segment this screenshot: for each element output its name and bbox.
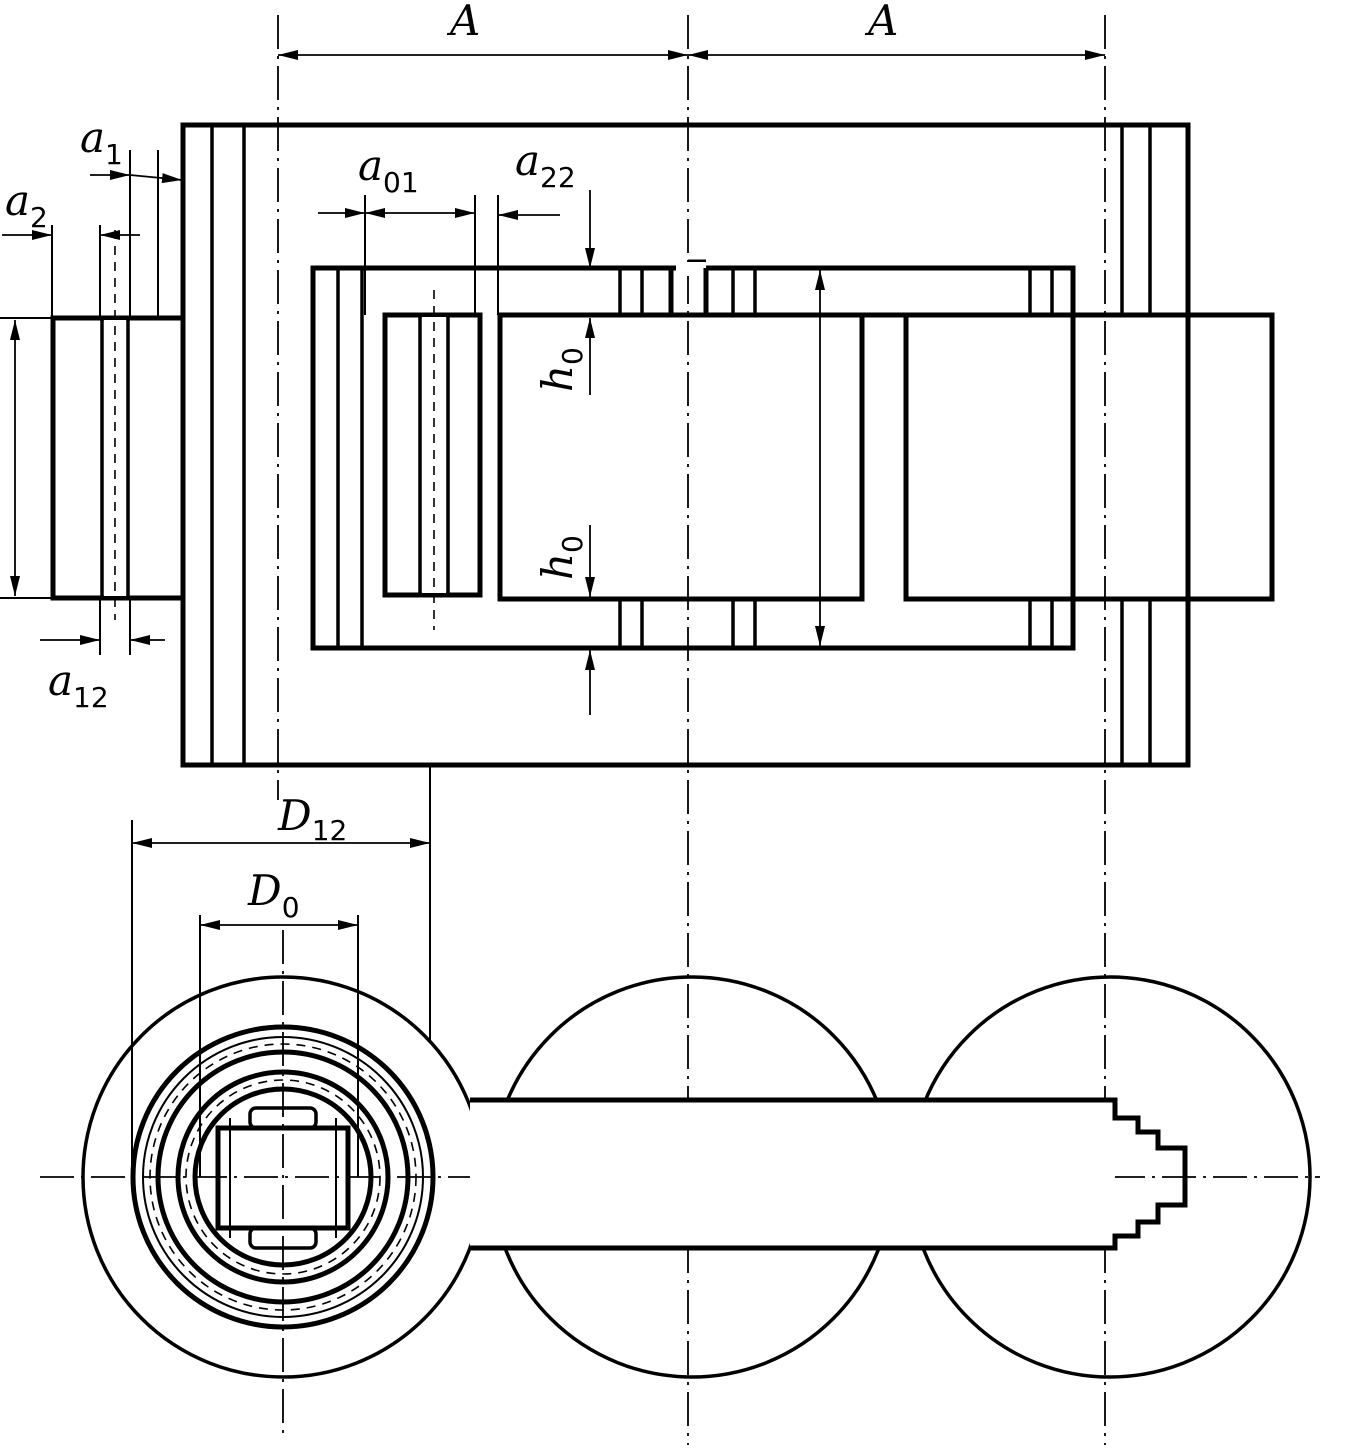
label-h0-top: h0 (533, 347, 589, 392)
coil-circle (155, 1049, 411, 1305)
core-gap-top-mask (676, 262, 706, 276)
coil-circle-dashed (185, 1079, 381, 1275)
top-view (40, 820, 1320, 1440)
coil-circle (175, 1069, 391, 1285)
label-a01: a01 (358, 141, 419, 199)
coil-circle (130, 1024, 436, 1330)
winding-window-left (497, 312, 865, 602)
coil-circle (192, 1086, 374, 1268)
label-a1: a1 (80, 113, 123, 171)
front-view (0, 15, 1275, 1445)
coil-circle (142, 1036, 424, 1318)
label-h0-bottom: h0 (533, 535, 589, 580)
label-A-left: A (446, 0, 480, 45)
label-A-right: A (864, 0, 898, 45)
label-D0: D0 (247, 866, 300, 924)
core-step-top (248, 1106, 318, 1130)
svg-text:h0: h0 (533, 535, 589, 580)
label-D12: D12 (277, 791, 347, 847)
core-outer-frame (180, 122, 1191, 768)
yoke-bar-fill (470, 1100, 1115, 1248)
labels: A A a1 a2 a01 a22 a12 h0 h0 D12 D0 (5, 0, 898, 924)
dimension-a1 (129, 173, 183, 184)
label-a12: a12 (48, 656, 109, 714)
yoke-bar (470, 1097, 1188, 1251)
outer-coil-left (50, 315, 186, 601)
label-a22: a22 (515, 136, 576, 194)
inner-coil (382, 312, 483, 598)
winding-window-right (903, 312, 1275, 602)
svg-text:h0: h0 (533, 347, 589, 392)
coil-circle-dashed (149, 1043, 417, 1311)
core-step-bottom (248, 1226, 318, 1250)
label-a2: a2 (5, 176, 48, 234)
